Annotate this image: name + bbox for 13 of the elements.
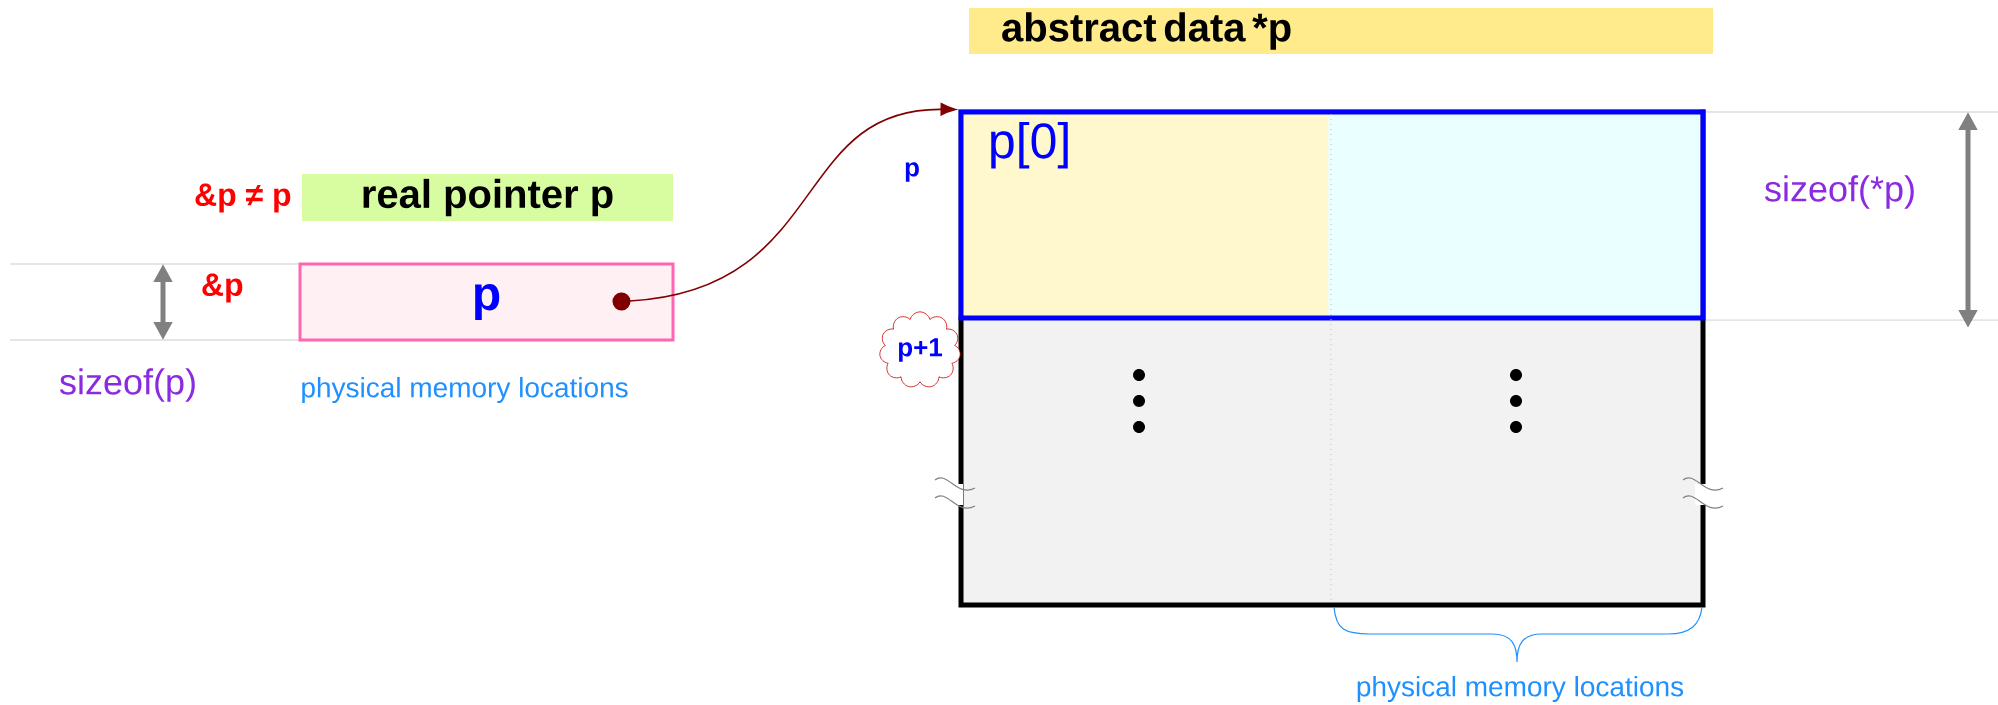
arrow xyxy=(612,102,957,311)
caption: physical memory locations xyxy=(302,376,628,404)
pointer-label: p xyxy=(905,162,919,182)
memory-cell: p[0] xyxy=(958,109,1706,321)
memory-box: p xyxy=(298,262,675,342)
cloud-callout: p+1 xyxy=(879,311,961,388)
size-label: sizeof(p) xyxy=(60,368,195,402)
address-label: &p ≠ p xyxy=(195,183,291,213)
address-label: &p xyxy=(202,273,243,303)
caption: physical memory locations xyxy=(1357,675,1684,703)
title-band: abstract data *p xyxy=(969,8,1713,54)
size-label: sizeof(*p) xyxy=(1765,175,1914,209)
title-band: real pointer p xyxy=(302,174,673,221)
